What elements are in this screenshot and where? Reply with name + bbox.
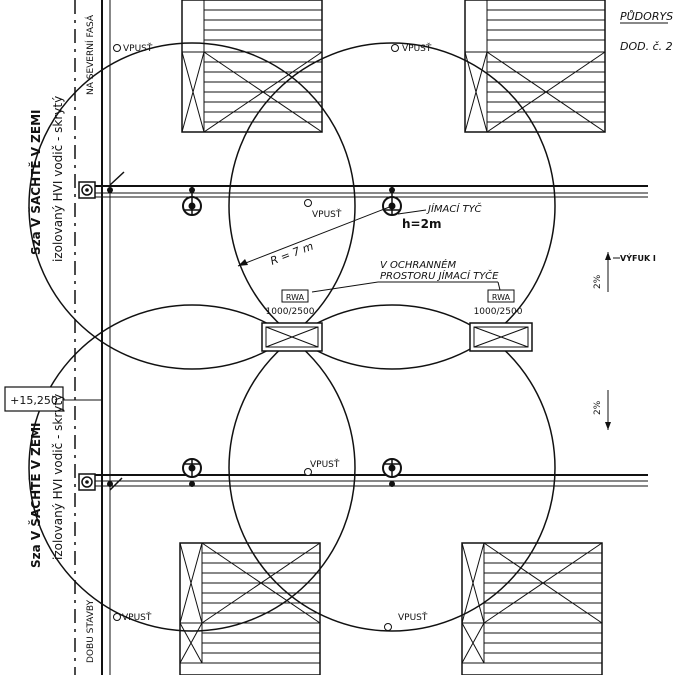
- svg-text:RWA: RWA: [492, 293, 511, 302]
- svg-text:2%: 2%: [593, 274, 603, 289]
- rod-height: h=2m: [402, 217, 441, 231]
- svg-text:izolovaný HVI vodič - skrytý: izolovaný HVI vodič - skrytý: [51, 394, 65, 560]
- facade-note: NA SEVERNÍ FASÁ: [84, 14, 96, 95]
- slope-arrow-bottom: 2%: [593, 390, 611, 430]
- roof-drain: VPUSŤ: [113, 43, 153, 54]
- building-wall-lines: [74, 0, 111, 675]
- svg-text:VPUSŤ: VPUSŤ: [402, 43, 432, 54]
- air-rod-icon: [382, 458, 402, 478]
- svg-text:izolovaný HVI vodič - skrytý: izolovaný HVI vodič - skrytý: [51, 96, 65, 262]
- svg-text:R = 7 m: R = 7 m: [268, 240, 315, 268]
- roof-window-top-right: [464, 0, 606, 133]
- air-rod-icon: [182, 458, 202, 478]
- slope-arrow-top: 2%: [593, 252, 611, 292]
- protection-circle-3: [28, 304, 356, 632]
- roof-drain: VPUSŤ: [304, 199, 342, 220]
- protection-zones: [28, 42, 556, 632]
- protection-note-line1: V OCHRANNÉM: [380, 258, 456, 271]
- svg-text:RWA: RWA: [286, 293, 305, 302]
- downconductor-note-bottom: Sza V ŠACHTĚ V ZEMI izolovaný HVI vodič …: [28, 394, 65, 568]
- roof-drain: VPUSŤ: [113, 612, 152, 623]
- roof-window-bottom-left: [179, 542, 321, 675]
- roof-drain: VPUSŤ: [384, 612, 428, 631]
- svg-text:VPUSŤ: VPUSŤ: [122, 612, 152, 623]
- elevation-marker: +15,250: [4, 386, 102, 412]
- junction-dots: [107, 187, 395, 487]
- conductor-route-bottom: [80, 474, 648, 487]
- svg-text:1000/2500: 1000/2500: [474, 307, 523, 317]
- rod-label: JÍMACÍ TYČ: [426, 202, 482, 215]
- protection-circle-2: [228, 42, 556, 370]
- conductor-route-top: [80, 185, 648, 198]
- roof-window-bottom-right: [461, 542, 603, 675]
- sheet-number: DOD. č. 2: [620, 40, 673, 53]
- svg-text:VPUSŤ: VPUSŤ: [398, 612, 428, 623]
- earthing-terminal-icon: [78, 473, 123, 491]
- protection-circle-4: [228, 304, 556, 632]
- protection-circle-1: [28, 42, 356, 370]
- earthing-terminal-icon: [78, 171, 125, 199]
- sheet-title: PŮDORYS: [620, 10, 673, 23]
- svg-text:Sza V ŠACHTĚ V ZEMI: Sza V ŠACHTĚ V ZEMI: [28, 423, 43, 568]
- rwa-unit: RWA 1000/2500: [261, 289, 323, 352]
- svg-text:VPUSŤ: VPUSŤ: [123, 43, 153, 54]
- svg-text:VPUSŤ: VPUSŤ: [312, 209, 342, 220]
- svg-text:2%: 2%: [593, 400, 603, 415]
- svg-text:VPUSŤ: VPUSŤ: [310, 459, 340, 470]
- rwa-unit: RWA 1000/2500: [469, 289, 533, 352]
- roof-drain: VPUSŤ: [304, 459, 340, 476]
- protection-note-line2: PROSTORU JÍMACÍ TYČE: [380, 269, 499, 282]
- roof-window-top-left: [181, 0, 323, 133]
- svg-text:1000/2500: 1000/2500: [266, 307, 315, 317]
- air-rod-icon: [182, 186, 202, 216]
- outlet-label: VÝFUK I: [620, 252, 656, 263]
- downconductor-note-top: Sza V ŠACHTĚ V ZEMI izolovaný HVI vodič …: [28, 96, 65, 262]
- roof-drain: VPUSŤ: [391, 43, 432, 54]
- facade-note-bottom: DOBU STAVBY: [86, 599, 96, 663]
- svg-text:+15,250: +15,250: [10, 394, 58, 407]
- svg-text:Sza V ŠACHTĚ V ZEMI: Sza V ŠACHTĚ V ZEMI: [28, 110, 43, 255]
